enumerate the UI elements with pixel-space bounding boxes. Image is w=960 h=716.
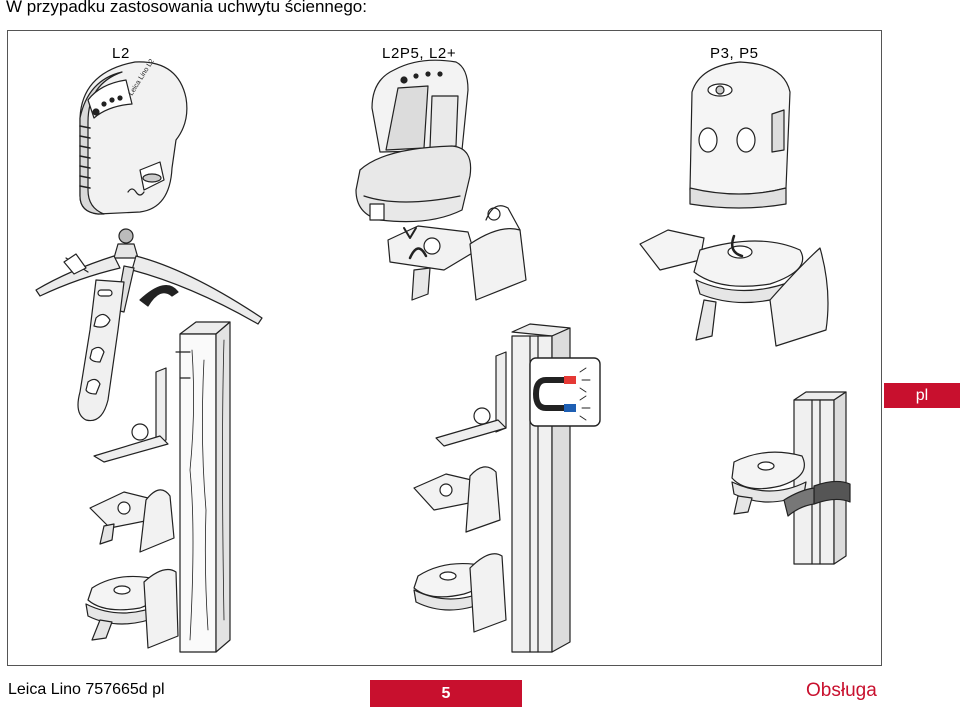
metal-pipe bbox=[793, 391, 847, 565]
p3p5-rotating-bracket bbox=[639, 229, 829, 347]
page-heading: W przypadku zastosowania uchwytu ścienne… bbox=[6, 0, 367, 16]
l2p5-rotating-bracket bbox=[387, 205, 527, 301]
laser-device-p3p5 bbox=[689, 61, 791, 209]
magnet-icon bbox=[529, 357, 601, 427]
footer-product: Leica Lino 757665d pl bbox=[8, 681, 165, 698]
metal-bracket-plate bbox=[413, 466, 501, 533]
laser-device-l2p5 bbox=[355, 59, 472, 223]
wood-post-bracket-rotating bbox=[85, 569, 179, 649]
model-label-l2: L2 bbox=[112, 45, 130, 62]
metal-bracket-rotating bbox=[413, 553, 507, 633]
model-label-p3p5: P3, P5 bbox=[710, 45, 759, 62]
illustration-frame bbox=[7, 30, 882, 666]
mounting-strap bbox=[783, 480, 851, 517]
l2-wall-bracket bbox=[77, 279, 179, 422]
pipe-bracket-rotating bbox=[731, 451, 807, 515]
page-number: 5 bbox=[370, 680, 522, 707]
laser-device-l2: Leica Lino L2 bbox=[79, 58, 188, 215]
model-label-l2p5: L2P5, L2+ bbox=[382, 45, 457, 62]
language-tab: pl bbox=[884, 383, 960, 408]
wooden-post bbox=[179, 321, 231, 653]
wood-post-bracket-plate bbox=[89, 489, 175, 553]
tripod-adapter bbox=[35, 228, 263, 325]
metal-bracket-hook bbox=[435, 351, 507, 447]
wood-post-bracket-hook bbox=[93, 351, 191, 463]
footer-section: Obsługa bbox=[806, 680, 877, 701]
